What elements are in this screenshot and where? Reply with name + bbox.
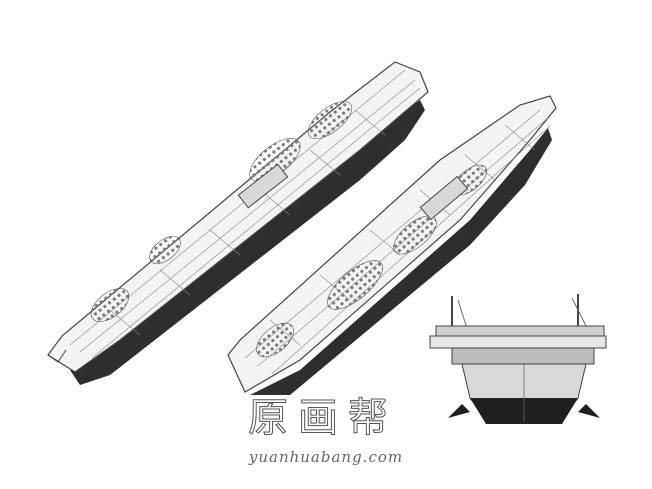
- watermark-url: yuanhuabang.com: [248, 448, 404, 466]
- carrier-stern-view: [429, 294, 607, 424]
- watermark-title: 原画帮: [248, 395, 398, 442]
- carrier-right: [227, 95, 557, 395]
- carrier-left: [47, 61, 429, 385]
